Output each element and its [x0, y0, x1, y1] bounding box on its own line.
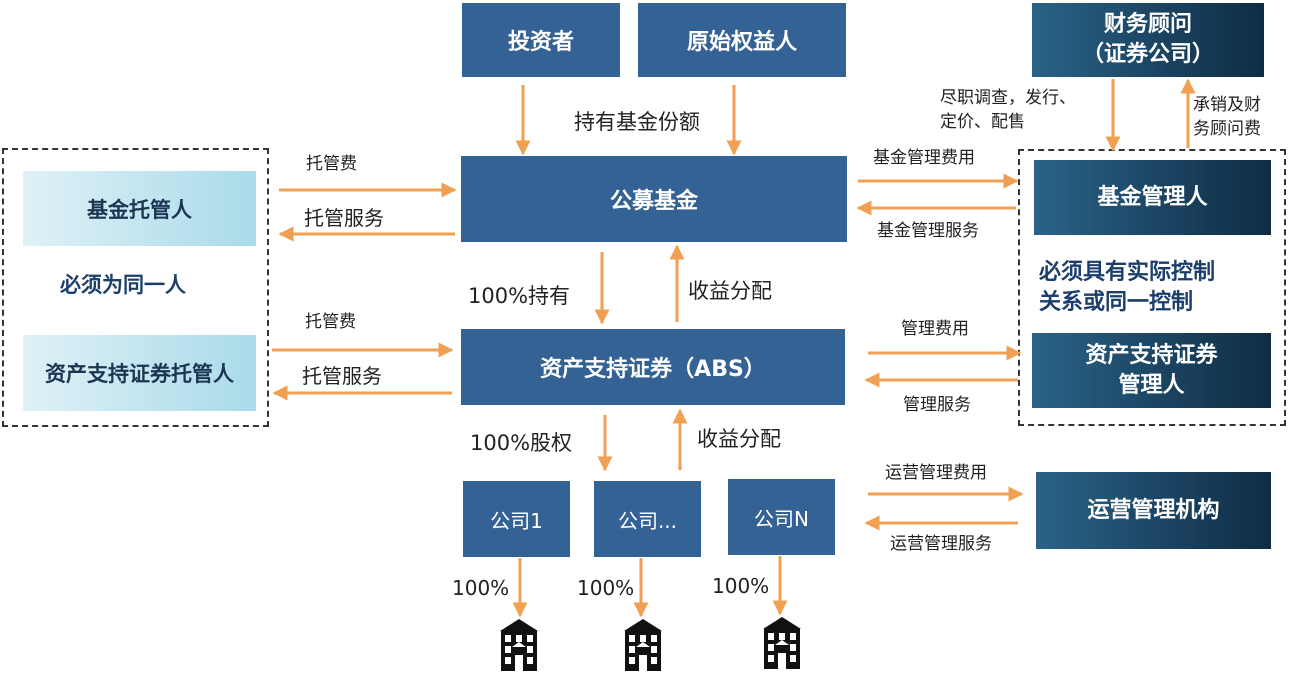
ops-fee-label: 运营管理费用 [885, 463, 987, 483]
abs-custodian-box[interactable]: 资产支持证券托管人 [23, 335, 256, 411]
operations-org-box[interactable]: 运营管理机构 [1036, 472, 1271, 549]
building-icon [763, 617, 801, 669]
manager-group-frame [1018, 149, 1286, 426]
building-icon [500, 619, 538, 671]
underwriting-fee-label: 承销及财 务顾问费 [1193, 95, 1261, 139]
ops-service-label: 运营管理服务 [890, 534, 992, 554]
due-diligence-label: 尽职调查，发行、 定价、配售 [940, 88, 1076, 132]
pct-label-1: 100% [452, 576, 510, 600]
original-owner-box[interactable]: 原始权益人 [638, 3, 846, 77]
control-note: 必须具有实际控制 关系或同一控制 [1039, 260, 1216, 315]
same-person-note: 必须为同一人 [60, 273, 186, 297]
financial-advisor-box[interactable]: 财务顾问 （证券公司） [1032, 3, 1264, 77]
pct-label-2: 100% [577, 576, 635, 600]
custody-service-label-2: 托管服务 [302, 364, 382, 388]
hold-100-label: 100%持有 [468, 284, 571, 308]
hold-fund-share-label: 持有基金份额 [574, 110, 700, 134]
income-dist-label-1: 收益分配 [688, 279, 772, 303]
mgmt-fee-label: 管理费用 [901, 319, 969, 339]
fund-mgmt-service-label: 基金管理服务 [877, 221, 979, 241]
company-n-box[interactable]: 公司N [728, 479, 835, 555]
custodian-group-frame [2, 148, 269, 427]
fund-manager-box[interactable]: 基金管理人 [1034, 160, 1271, 235]
public-fund-box[interactable]: 公募基金 [461, 156, 847, 242]
abs-manager-box[interactable]: 资产支持证券 管理人 [1032, 333, 1271, 408]
custody-fee-label-1: 托管费 [306, 154, 357, 174]
income-dist-label-2: 收益分配 [697, 427, 781, 451]
custody-service-label-1: 托管服务 [304, 206, 384, 230]
equity-100-label: 100%股权 [470, 431, 573, 455]
custody-fee-label-2: 托管费 [305, 312, 356, 332]
investor-box[interactable]: 投资者 [462, 3, 620, 77]
fund-custodian-box[interactable]: 基金托管人 [23, 171, 256, 246]
building-icon [624, 619, 662, 671]
pct-label-3: 100% [712, 574, 770, 598]
company-dots-box[interactable]: 公司... [594, 481, 701, 557]
abs-box[interactable]: 资产支持证券（ABS） [461, 329, 845, 405]
company-1-box[interactable]: 公司1 [463, 481, 570, 557]
fund-mgmt-fee-label: 基金管理费用 [873, 148, 975, 168]
mgmt-service-label: 管理服务 [903, 395, 971, 415]
